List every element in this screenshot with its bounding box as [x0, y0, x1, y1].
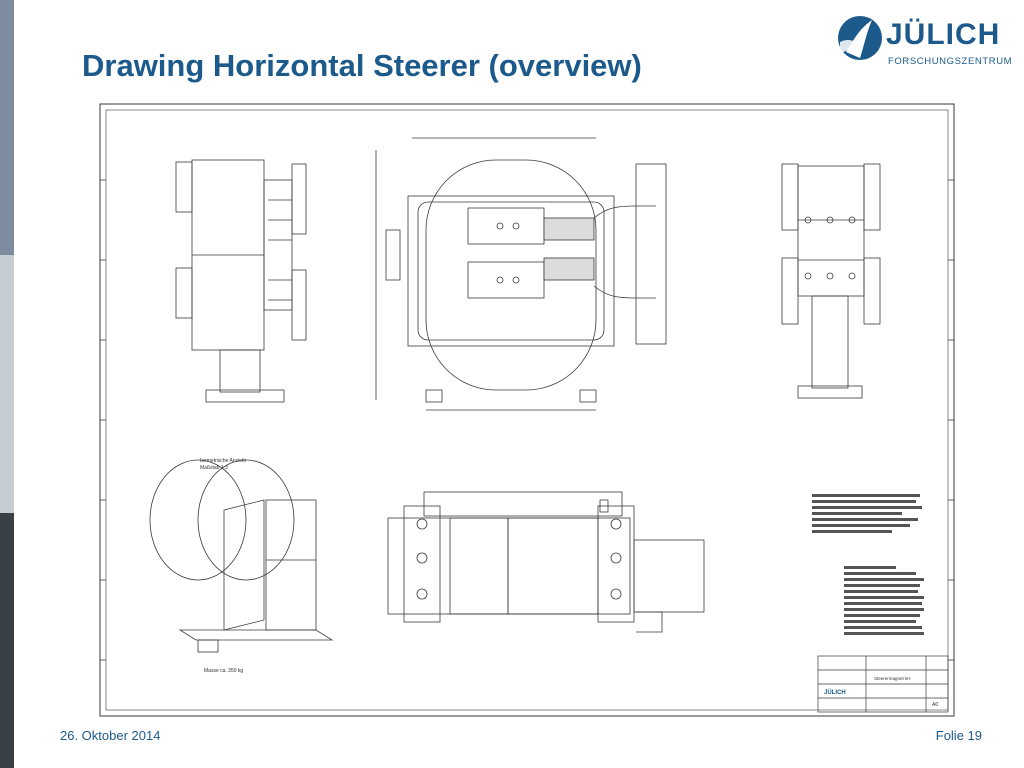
- isometric-view: Isometrische Ansicht Maßstab 1:3 Masse c…: [149, 458, 334, 674]
- juelich-logo: JÜLICH FORSCHUNGSZENTRUM: [836, 12, 1012, 72]
- logo-wordmark: JÜLICH: [886, 18, 1001, 51]
- side-accent-middle: [0, 255, 14, 513]
- drawing-border: [99, 103, 955, 717]
- title-block: JÜLICH Steerermagnet kH A0: [817, 655, 949, 713]
- side-accent-bottom: [0, 513, 14, 768]
- notes-block: [812, 494, 924, 635]
- front-view: [375, 137, 667, 411]
- slide-title: Drawing Horizontal Steerer (overview): [82, 48, 642, 83]
- logo-subtitle: FORSCHUNGSZENTRUM: [888, 56, 1013, 67]
- iso-view-scale: Maßstab 1:3: [200, 465, 228, 471]
- juelich-logo-icon: [838, 16, 882, 60]
- left-side-view: [175, 159, 307, 403]
- footer-slide-number: Folie 19: [935, 728, 982, 743]
- title-block-part-name: Steerermagnet kH: [874, 676, 911, 681]
- iso-view-label: Isometrische Ansicht: [200, 458, 246, 464]
- footer-date: 26. Oktober 2014: [60, 728, 161, 743]
- technical-drawing: Isometrische Ansicht Maßstab 1:3 Masse c…: [99, 103, 955, 717]
- drawing-inner-border: [105, 109, 949, 711]
- top-view: [387, 491, 705, 633]
- mass-label: Masse ca. 350 kg: [204, 668, 243, 674]
- title-block-sheet: A0: [932, 702, 938, 708]
- title-block-logo: JÜLICH: [824, 689, 846, 696]
- right-side-view: [781, 163, 881, 399]
- side-accent-top: [0, 0, 14, 255]
